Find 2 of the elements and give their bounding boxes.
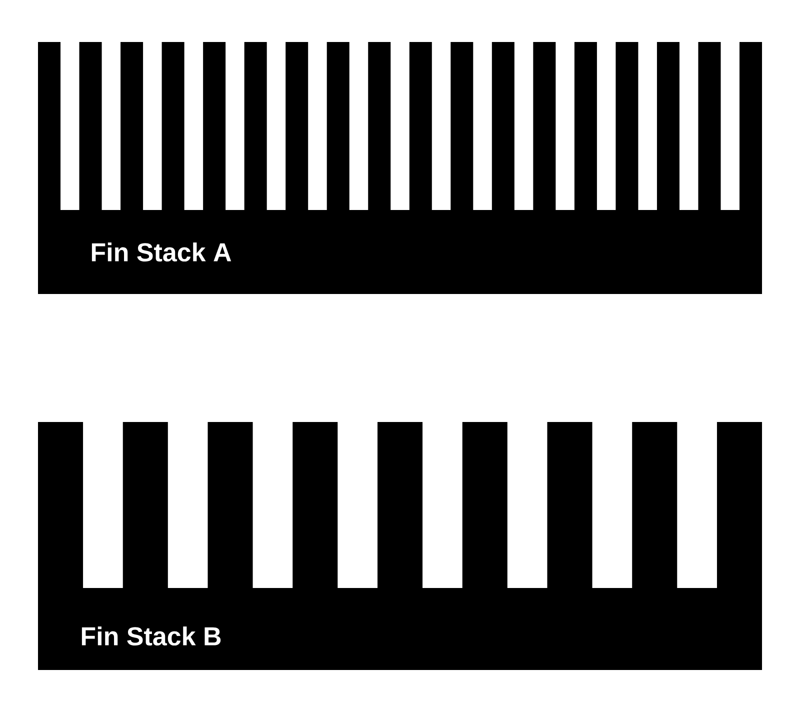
stack-label: Fin Stack B [82,626,221,646]
stack-label: Fin Stack A [92,242,232,262]
